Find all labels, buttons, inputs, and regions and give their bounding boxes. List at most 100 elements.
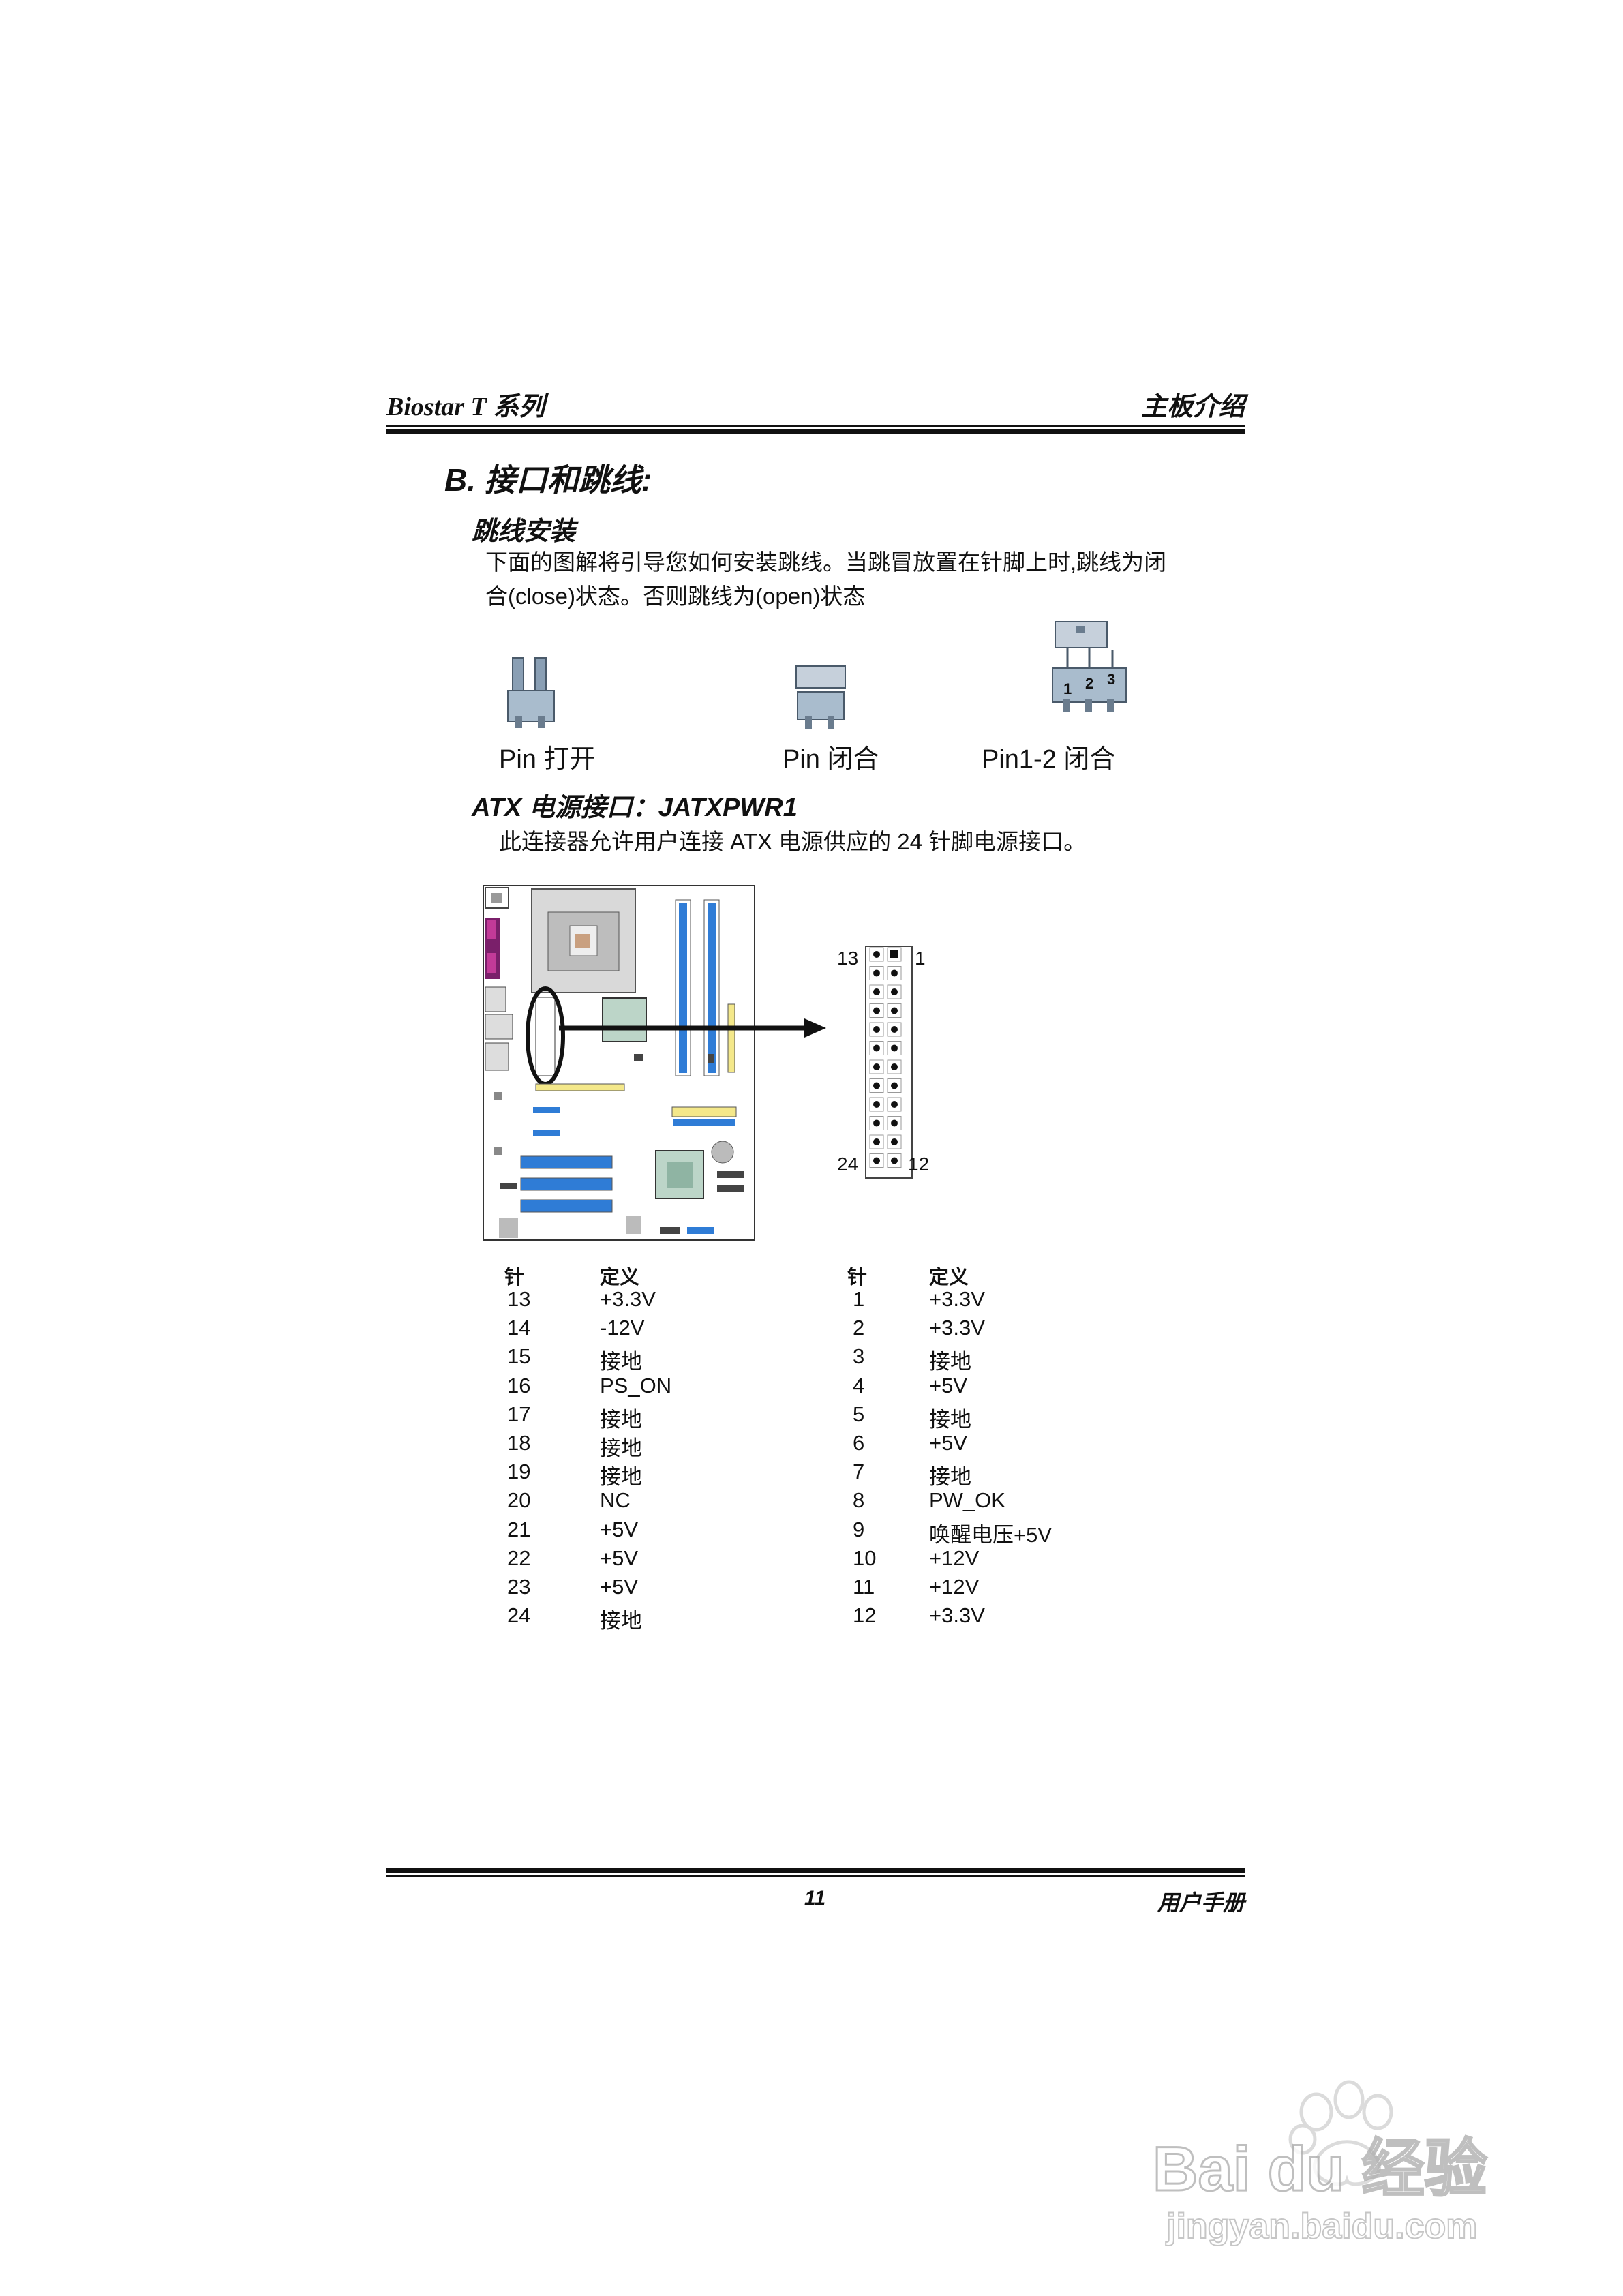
pin-definition: +5V	[600, 1545, 639, 1570]
pin-number: 5	[853, 1402, 865, 1426]
connector-pin	[891, 1119, 898, 1127]
connector-pin	[891, 1026, 898, 1033]
pin-number-2: 2	[1085, 675, 1093, 692]
connector-pin	[873, 951, 880, 958]
connector-pin	[873, 1138, 880, 1145]
jumper-closed-label: Pin 闭合	[783, 745, 879, 774]
pin-definition: +5V	[600, 1575, 639, 1599]
jumper-open-image	[507, 657, 555, 728]
connector-label-1: 1	[915, 948, 926, 969]
connector-pin	[873, 1082, 880, 1089]
pin-definition: 接地	[929, 1465, 971, 1490]
header-chapter: 主板介绍	[1140, 393, 1245, 421]
connector-pin	[891, 1101, 898, 1108]
connector-pin	[891, 969, 898, 977]
pin-number: 7	[853, 1460, 865, 1484]
pin-number: 11	[853, 1575, 875, 1599]
pin-number: 4	[853, 1373, 865, 1398]
connector-pin	[891, 1157, 898, 1164]
connector-pin	[873, 1007, 880, 1014]
pin-definition: +5V	[600, 1517, 639, 1541]
pin-definition: +12V	[929, 1545, 980, 1570]
pin-definition: +5V	[929, 1431, 968, 1455]
pin-definition: 接地	[600, 1350, 642, 1374]
pin-number: 15	[507, 1344, 531, 1369]
pointer-arrow	[559, 1018, 826, 1038]
pin-definition: +3.3V	[600, 1287, 656, 1311]
header-title: Biostar T 系列	[386, 393, 545, 421]
pin-definition: 接地	[929, 1407, 971, 1432]
connector-label-24: 24	[837, 1153, 859, 1175]
pin-definition: +5V	[929, 1373, 968, 1398]
jumper-pin12-closed-image: 1 2 3	[1052, 621, 1127, 712]
baidu-jingyan-watermark: Bai du 经验 jingyan.baidu.com	[1152, 2080, 1488, 2247]
pin-number: 9	[853, 1517, 865, 1541]
pin-definition: +3.3V	[929, 1316, 985, 1340]
connector-pin	[873, 1101, 880, 1108]
pin-number: 6	[853, 1431, 865, 1455]
footer-title: 用户手册	[1157, 1890, 1245, 1915]
pin-number: 2	[853, 1316, 865, 1340]
pin-number: 18	[507, 1431, 531, 1455]
pin-definition: +3.3V	[929, 1287, 985, 1311]
pin-number: 17	[507, 1402, 531, 1426]
header-rule-thick	[386, 429, 1245, 434]
connector-pin	[873, 1026, 880, 1033]
pin-definition: 接地	[600, 1609, 642, 1633]
left-header-def: 定义	[600, 1267, 640, 1288]
connector-pin	[890, 950, 898, 958]
connector-pin	[873, 988, 880, 995]
connector-pin	[891, 1063, 898, 1070]
atx-connector-pinout	[865, 946, 913, 1179]
connector-label-12: 12	[908, 1153, 930, 1175]
pin-definition: 唤醒电压+5V	[929, 1522, 1052, 1547]
pin-number-3: 3	[1107, 671, 1115, 688]
pin-definition: NC	[600, 1488, 631, 1513]
pin-number: 23	[507, 1575, 531, 1599]
watermark-brand: Bai du 经验	[1153, 2134, 1487, 2204]
connector-pin	[891, 1138, 898, 1145]
pin-number: 10	[853, 1545, 877, 1570]
connector-label-13: 13	[837, 948, 859, 969]
jumper-pin12-label: Pin1-2 闭合	[982, 745, 1116, 774]
page-number: 11	[804, 1887, 826, 1909]
footer-rule-thick	[386, 1868, 1245, 1873]
pin-definition: +12V	[929, 1575, 980, 1599]
pin-definition: 接地	[600, 1436, 642, 1460]
connector-pin	[873, 969, 880, 977]
jumper-desc-line2: 合(close)状态。否则跳线为(open)状态	[485, 584, 866, 609]
jumper-title: 跳线安装	[472, 517, 576, 546]
left-header-pin: 针	[504, 1267, 525, 1288]
pin-number: 19	[507, 1460, 531, 1484]
pin-number: 21	[507, 1517, 531, 1541]
pin-number: 20	[507, 1488, 531, 1513]
pin-number: 22	[507, 1545, 531, 1570]
pin-number: 24	[507, 1603, 531, 1628]
connector-pin	[873, 1044, 880, 1052]
atx-title: ATX 电源接口：JATXPWR1	[472, 794, 798, 822]
jumper-closed-image	[795, 665, 846, 729]
connector-pin	[891, 1007, 898, 1014]
pin-definition: -12V	[600, 1316, 645, 1340]
pin-definition: 接地	[929, 1350, 971, 1374]
connector-pin	[891, 1082, 898, 1089]
right-header-def: 定义	[929, 1267, 969, 1288]
right-header-pin: 针	[847, 1267, 868, 1288]
pin-number: 3	[853, 1344, 865, 1369]
section-title: B. 接口和跳线:	[444, 462, 652, 498]
footer-rule-thin	[386, 1875, 1245, 1877]
pin-definition: 接地	[600, 1465, 642, 1490]
pin-number: 1	[853, 1287, 865, 1311]
pin-definition: PW_OK	[929, 1488, 1005, 1513]
pin-number: 14	[507, 1316, 531, 1340]
pin-number: 12	[853, 1603, 877, 1628]
connector-pin	[873, 1119, 880, 1127]
pin-number: 16	[507, 1373, 531, 1398]
pin-number-1: 1	[1063, 680, 1072, 697]
pin-definition: 接地	[600, 1407, 642, 1432]
jumper-desc-line1: 下面的图解将引导您如何安装跳线。当跳冒放置在针脚上时,跳线为闭	[485, 549, 1167, 575]
pin-number: 8	[853, 1488, 865, 1513]
pin-number: 13	[507, 1287, 531, 1311]
connector-pin	[891, 1044, 898, 1052]
connector-pin	[891, 988, 898, 995]
